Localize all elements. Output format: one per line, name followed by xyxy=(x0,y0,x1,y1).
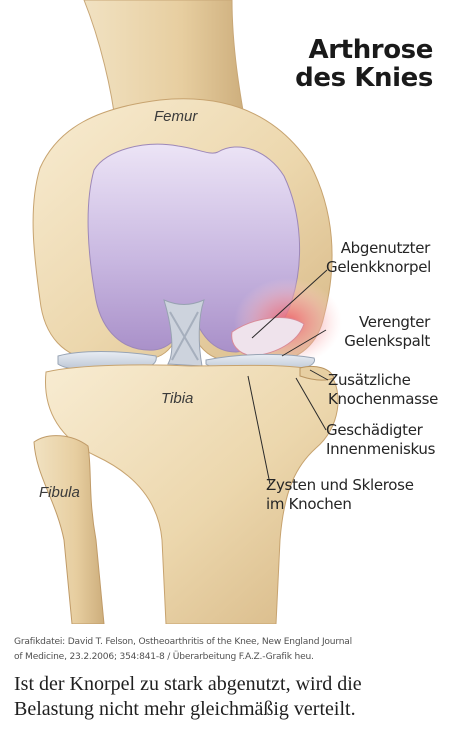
annotation-line: Geschädigter xyxy=(326,421,448,440)
annotation-narrowed-joint-space: Verengter Gelenkspalt xyxy=(316,313,430,351)
knee-arthrosis-figure: Arthrose des Knies Femur Tibia Fibula Ab… xyxy=(0,0,449,624)
knee-joint-illustration xyxy=(0,0,449,624)
annotation-line: im Knochen xyxy=(266,495,446,514)
figure-source-caption: Grafikdatei: David T. Felson, Ostheoarth… xyxy=(14,635,444,665)
annotation-extra-bone-mass: Zusätzliche Knochenmasse xyxy=(328,371,448,409)
annotation-line: Gelenkspalt xyxy=(316,332,430,351)
caption-line: Grafikdatei: David T. Felson, Ostheoarth… xyxy=(14,635,444,650)
summary-line: Belastung nicht mehr gleichmäßig verteil… xyxy=(14,697,444,722)
figure-title: Arthrose des Knies xyxy=(283,36,433,92)
bone-label-fibula: Fibula xyxy=(39,484,80,501)
figure-title-line: des Knies xyxy=(283,64,433,92)
annotation-line: Knochenmasse xyxy=(328,390,448,409)
annotation-line: Verengter xyxy=(316,313,430,332)
annotation-line: Abgenutzter xyxy=(326,239,430,258)
annotation-damaged-meniscus: Geschädigter Innenmeniskus xyxy=(326,421,448,459)
figure-title-line: Arthrose xyxy=(283,36,433,64)
summary-line: Ist der Knorpel zu stark abgenutzt, wird… xyxy=(14,672,444,697)
annotation-line: Zysten und Sklerose xyxy=(266,476,446,495)
bone-label-femur: Femur xyxy=(154,108,197,125)
annotation-worn-cartilage: Abgenutzter Gelenkknorpel xyxy=(326,239,430,277)
bone-label-tibia: Tibia xyxy=(161,390,193,407)
annotation-cysts-sclerosis: Zysten und Sklerose im Knochen xyxy=(266,476,446,514)
summary-text: Ist der Knorpel zu stark abgenutzt, wird… xyxy=(14,672,444,722)
annotation-line: Innenmeniskus xyxy=(326,440,448,459)
annotation-line: Zusätzliche xyxy=(328,371,448,390)
annotation-line: Gelenkknorpel xyxy=(326,258,430,277)
caption-line: of Medicine, 23.2.2006; 354:841-8 / Über… xyxy=(14,650,444,665)
fibula xyxy=(34,436,104,624)
